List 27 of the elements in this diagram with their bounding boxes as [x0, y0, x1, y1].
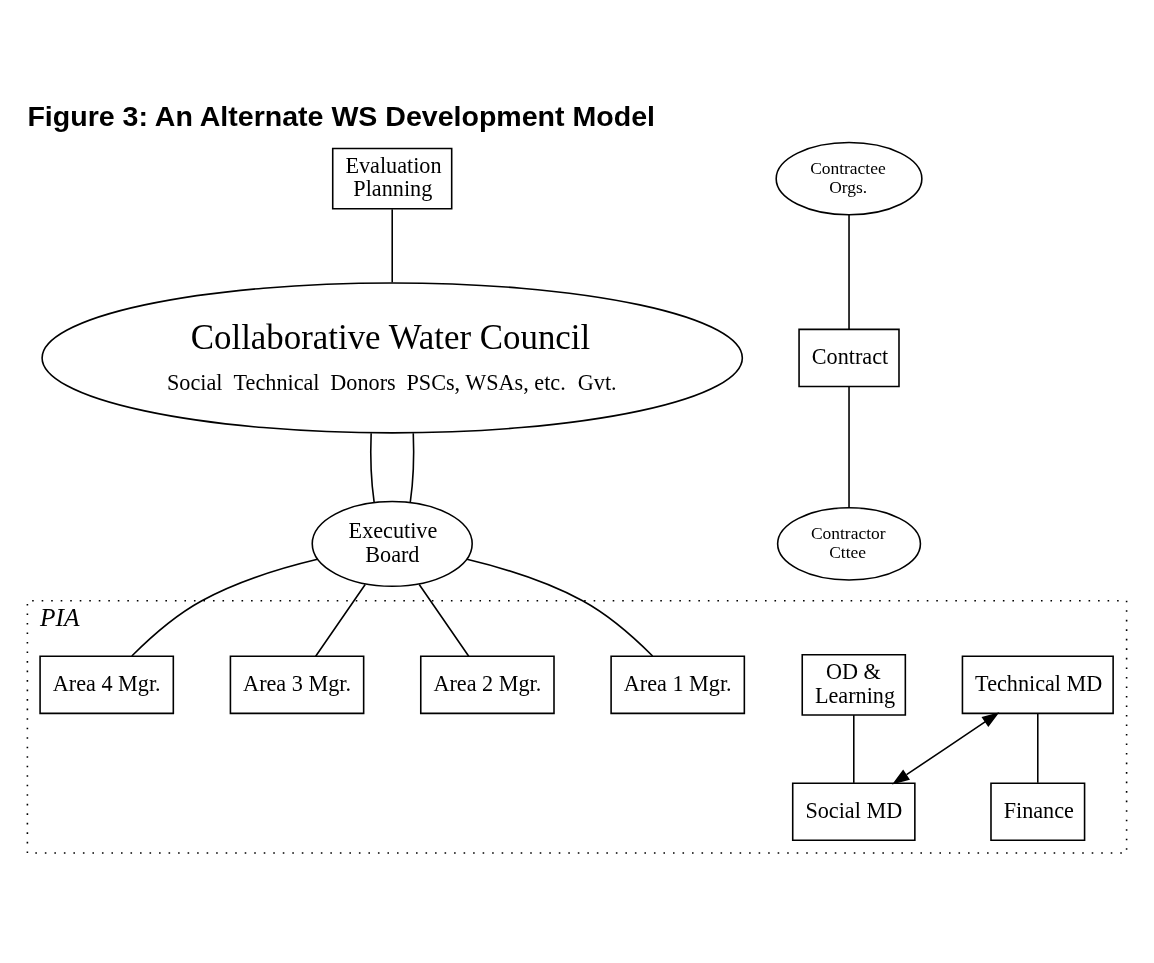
- node-ellipse: Contractee Orgs.: [775, 141, 923, 216]
- connector: [848, 385, 850, 508]
- connector: [848, 213, 850, 330]
- diagram-title: Figure 3: An Alternate WS Development Model: [27, 99, 655, 132]
- node-ellipse: Contractor Cttee: [776, 506, 922, 581]
- node-box: Finance: [990, 781, 1086, 841]
- connector: [314, 583, 366, 657]
- node-box: Technical MD: [961, 655, 1114, 714]
- connector: [466, 558, 654, 657]
- connector: [409, 432, 415, 503]
- connector: [418, 583, 470, 657]
- node-ellipse: Collaborative Water Council Social Technical Donors PSCs, WSAs, etc. Gvt.: [41, 281, 744, 434]
- node-box: Contract: [798, 328, 900, 387]
- node-ellipse: Executive Board: [311, 500, 473, 587]
- connector: [391, 208, 393, 283]
- node-box: OD & Learning: [801, 653, 907, 716]
- node-box: Evaluation Planning: [331, 147, 453, 210]
- connector: [370, 432, 375, 503]
- arrow: [892, 711, 1000, 784]
- connector: [1037, 712, 1039, 784]
- node-box: Area 4 Mgr.: [39, 655, 175, 714]
- connector: [131, 558, 319, 657]
- node-box: Area 3 Mgr.: [229, 655, 365, 714]
- node-box: Social MD: [791, 781, 916, 841]
- node-box: Area 1 Mgr.: [610, 655, 746, 714]
- node-box: Area 2 Mgr.: [419, 655, 555, 714]
- connector: [853, 713, 855, 784]
